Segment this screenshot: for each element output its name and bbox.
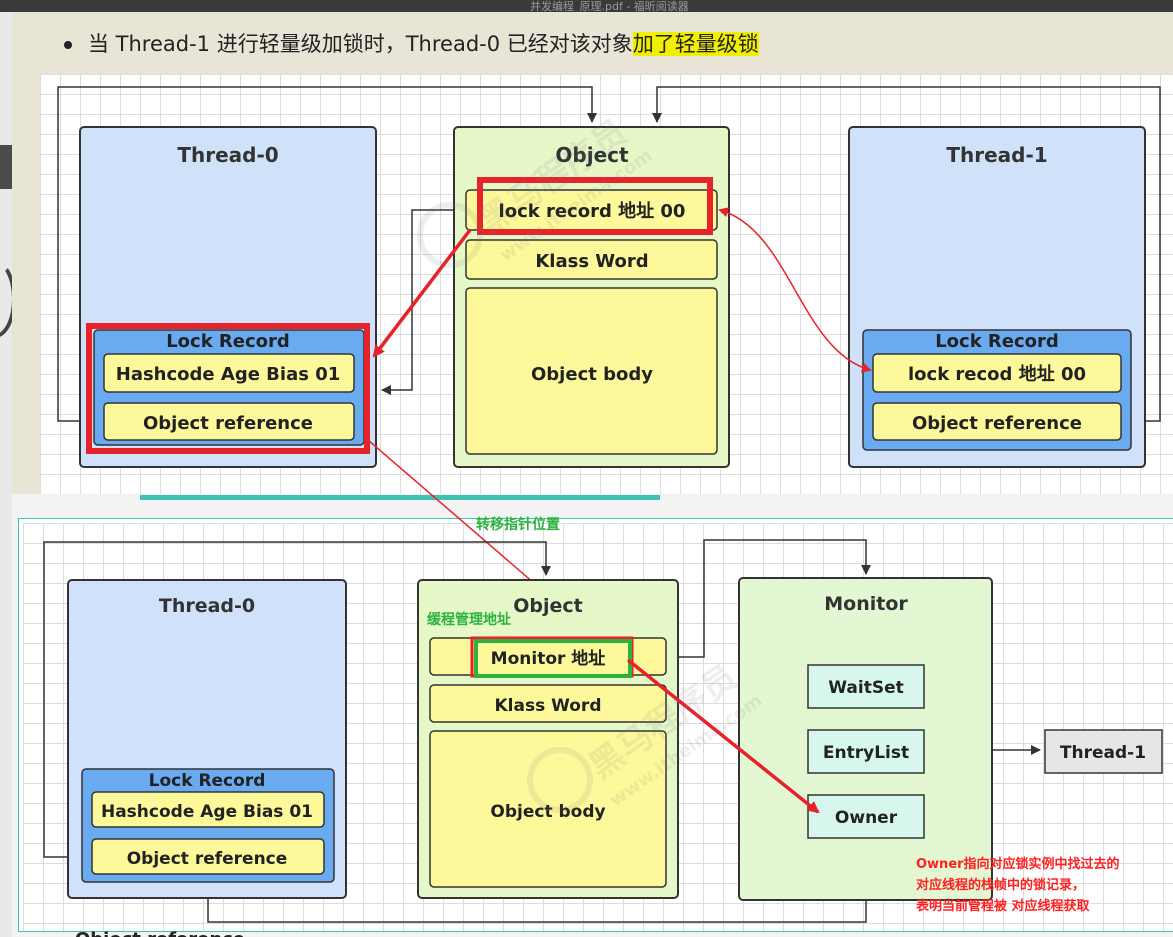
d1-thread0-objref: Object reference [143,413,313,434]
d2-thread0-title: Thread-0 [159,595,255,617]
teal-underline [140,495,660,500]
d1-thread1-title: Thread-1 [946,143,1047,167]
d1-object-body: Object body [531,364,653,385]
cache-monitor-label: 缓程管理地址 [427,611,511,628]
d2-object-title: Object [513,595,583,617]
d2-monitor-box: Monitor WaitSet EntryList Owner [738,577,993,901]
window-title-bar: 并发编程_原理.pdf - 福昕阅读器 [0,0,1173,13]
d1-lockrecord-highlight [86,323,370,454]
d1-object-title: Object [555,143,629,167]
d2-thread0-lock-record-label: Lock Record [149,771,266,791]
bottom-cut-text: Object reference [75,929,245,937]
d1-thread0-box: Thread-0 Lock Record Hashcode Age Bias 0… [79,126,377,468]
d1-object-klass: Klass Word [535,251,648,272]
d1-cas-curve-arrow [718,207,872,373]
transfer-pointer-label: 转移指针位置 [476,516,560,533]
owner-note-line2: 对应线程的栈帧中的锁记录， [916,877,1085,893]
d2-object-box: Object Monitor 地址 Klass Word Object body [417,579,679,899]
d2-thread1-box: Thread-1 [1044,729,1163,774]
d2-monitor-owner: Owner [835,808,898,828]
d1-object-box: Object lock record 地址 00 Klass Word Obje… [453,126,730,468]
owner-note-line1: Owner指向对应锁实例中找过去的 [916,856,1120,872]
window-title: 并发编程_原理.pdf - 福昕阅读器 [530,0,689,13]
bullet-text: 当 Thread-1 进行轻量级加锁时，Thread-0 已经对该对象加了轻量级… [64,28,759,58]
d2-thread0-hashcode: Hashcode Age Bias 01 [101,802,313,822]
d2-monitor-entrylist: EntryList [823,743,909,763]
d2-object-klass: Klass Word [494,696,601,716]
d2-thread0-box: Thread-0 Lock Record Hashcode Age Bias 0… [67,579,347,899]
d1-object-mark: lock record 地址 00 [499,200,686,222]
bullet-dot-icon [64,41,72,49]
d2-object-body: Object body [490,802,605,822]
d1-thread1-lock-record-label: Lock Record [935,331,1059,352]
d1-swap-arrow [372,228,472,358]
d2-object-mark: Monitor 地址 [491,648,606,669]
d2-mark-green-highlight [474,639,632,678]
d2-thread0-objref: Object reference [127,849,288,869]
d2-owner-arrow [626,658,820,814]
owner-note-line3: 表明当前管程被 对应线程获取 [915,898,1091,914]
d1-mark-highlight [477,177,713,235]
d2-monitor-waitset: WaitSet [828,678,903,698]
highlighted-text: 加了轻量级锁 [632,32,759,56]
d1-thread0-lock-record-label: Lock Record [166,331,290,352]
d1-thread0-title: Thread-0 [177,143,278,167]
d1-thread0-hashcode: Hashcode Age Bias 01 [116,364,341,385]
d1-thread1-lockrecod: lock recod 地址 00 [908,363,1086,385]
diagram1-connectors [57,86,1161,422]
d2-thread1-label: Thread-1 [1060,743,1146,763]
d1-thread1-box: Thread-1 Lock Record lock recod 地址 00 Ob… [848,126,1146,468]
d2-monitor-title: Monitor [824,593,908,615]
d1-thread1-objref: Object reference [912,413,1082,434]
